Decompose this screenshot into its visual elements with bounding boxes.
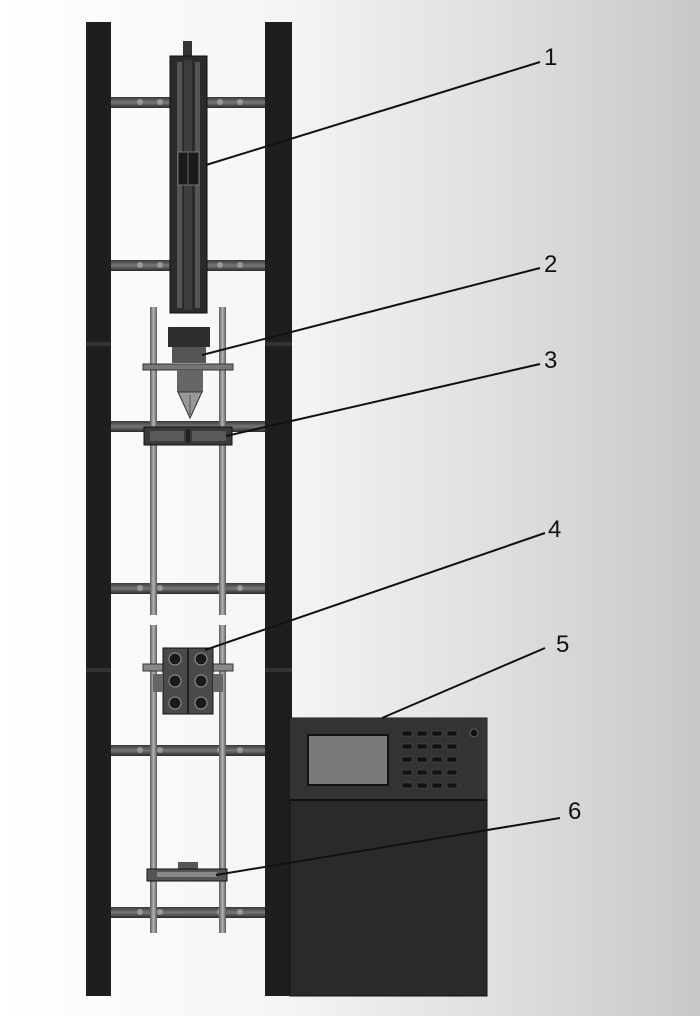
leader-lines xyxy=(201,61,561,876)
left-column xyxy=(86,22,111,996)
component-3-clamp xyxy=(143,426,233,446)
callout-6: 6 xyxy=(568,798,582,825)
control-keypad xyxy=(401,730,458,789)
leader-line-6 xyxy=(215,817,561,876)
leader-line-1 xyxy=(205,61,541,166)
control-screen xyxy=(307,734,389,786)
component-1-actuator xyxy=(169,41,208,314)
tower-frame xyxy=(86,22,292,996)
right-column xyxy=(265,22,292,996)
callout-2: 2 xyxy=(544,251,558,278)
callout-1: 1 xyxy=(544,44,558,71)
leader-line-2 xyxy=(201,267,541,356)
component-4-roller-block xyxy=(142,647,234,715)
leader-line-3 xyxy=(225,363,541,437)
component-6-base-plate xyxy=(146,862,228,882)
callout-3: 3 xyxy=(544,347,558,374)
guide-rods xyxy=(150,307,226,933)
leader-line-4 xyxy=(204,532,546,651)
callout-5: 5 xyxy=(556,631,570,658)
component-2-cone-head xyxy=(142,327,234,420)
leader-line-5 xyxy=(381,647,546,719)
callout-4: 4 xyxy=(548,516,562,543)
